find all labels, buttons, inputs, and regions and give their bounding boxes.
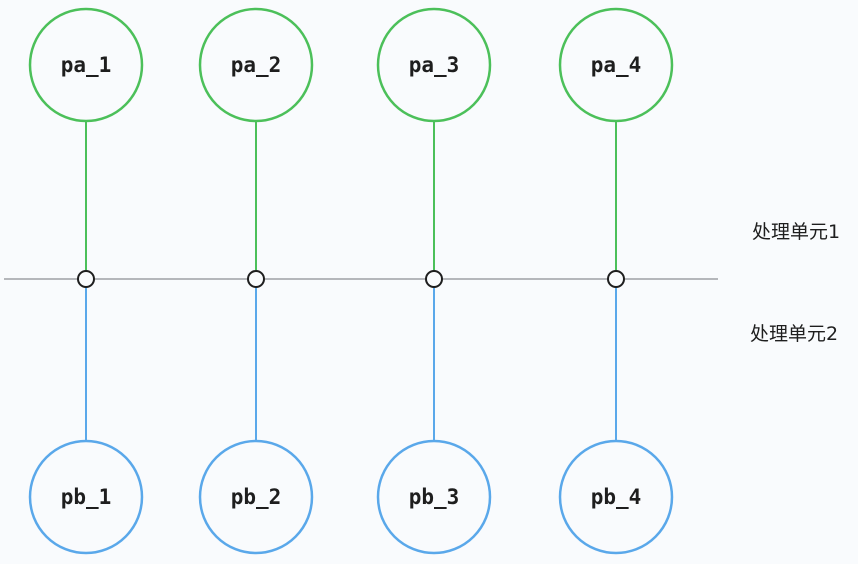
node-label-pa-3: pa_3 <box>409 53 460 77</box>
node-circle-top-1 <box>28 7 144 123</box>
junction-point-4 <box>607 270 625 288</box>
node-circle-top-3 <box>376 7 492 123</box>
node-label-pb-2: pb_2 <box>231 485 282 509</box>
node-circle-bottom-1 <box>28 439 144 555</box>
node-label-pa-2: pa_2 <box>231 53 282 77</box>
junction-point-2 <box>247 270 265 288</box>
node-label-pa-1: pa_1 <box>61 53 112 77</box>
node-label-pb-3: pb_3 <box>409 485 460 509</box>
node-circle-bottom-2 <box>198 439 314 555</box>
node-circle-top-2 <box>198 7 314 123</box>
region-label-lower: 处理单元2 <box>750 323 839 345</box>
node-label-pa-4: pa_4 <box>591 53 642 77</box>
node-circle-bottom-3 <box>376 439 492 555</box>
region-label-upper: 处理单元1 <box>752 221 841 243</box>
junction-point-1 <box>77 270 95 288</box>
node-label-pb-1: pb_1 <box>61 485 112 509</box>
node-circle-top-4 <box>558 7 674 123</box>
node-circle-bottom-4 <box>558 439 674 555</box>
junction-point-3 <box>425 270 443 288</box>
node-label-pb-4: pb_4 <box>591 485 642 509</box>
